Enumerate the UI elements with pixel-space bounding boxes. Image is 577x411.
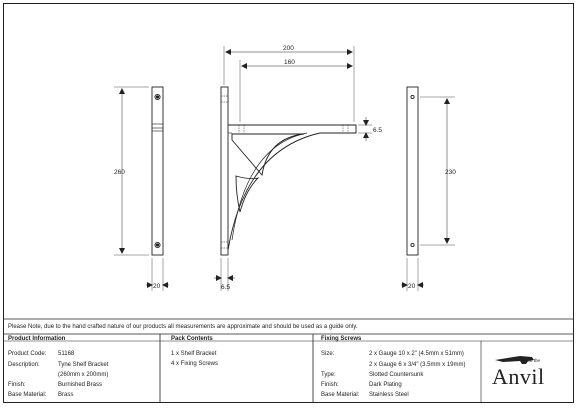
anvil-icon: [495, 356, 534, 364]
fixing-screws-heading: Fixing Screws: [321, 336, 362, 342]
finish-label: Finish:: [8, 382, 26, 388]
sheet-border: [3, 3, 574, 403]
svg-text:From the: From the: [522, 358, 541, 363]
anvil-logo: From the Anvil: [492, 356, 545, 389]
rear-top-hole: [410, 94, 415, 100]
screw-finish-label: Finish:: [321, 382, 339, 388]
type-value: Slotted Countersunk: [369, 372, 424, 378]
base-material-value: Brass: [58, 392, 74, 398]
disclaimer-note: Please Note, due to the hand crafted nat…: [8, 324, 358, 330]
screw-finish-value: Dark Plating: [369, 382, 402, 388]
screw-base-material-label: Base Material:: [321, 392, 360, 398]
bracket-back-plate: [220, 86, 229, 256]
product-code-label: Product Code:: [8, 351, 47, 357]
dim-overall-length: 200: [283, 45, 294, 52]
size-value: 2 x Gauge 10 x 2" (4.5mm x 51mm): [369, 351, 464, 357]
bracket-outer-curve: [227, 132, 321, 251]
type-label: Type:: [321, 372, 336, 378]
front-view: [114, 86, 169, 291]
top-screw-hole: [154, 93, 161, 101]
logo-brand: Anvil: [492, 364, 545, 389]
dim-side-thickness: 6.5: [221, 284, 230, 291]
pack-item: 1 x Shelf Bracket: [171, 351, 217, 357]
description-size-value: (260mm x 200mm): [58, 372, 109, 378]
description-label: Description:: [8, 362, 40, 368]
screw-base-material-value: Stainless Steel: [369, 392, 409, 398]
bracket-cutout-upper: [231, 133, 305, 177]
dim-left-height: 260: [114, 169, 125, 176]
front-plate-outline: [151, 86, 164, 256]
pack-contents-heading: Pack Contents: [171, 336, 213, 342]
rear-bottom-hole: [410, 242, 415, 248]
bottom-screw-hole: [154, 241, 161, 249]
size-value-2: 2 x Gauge 6 x 3/4" (3.5mm x 19mm): [369, 362, 466, 368]
base-material-label: Base Material:: [8, 392, 47, 398]
bracket-top-arm: [228, 124, 357, 134]
dim-right-height: 230: [445, 169, 456, 176]
side-view: [214, 46, 372, 291]
rear-plate-outline: [406, 86, 419, 256]
bracket-cutout-lower: [235, 175, 260, 213]
product-info-heading: Product Information: [8, 336, 66, 342]
dim-arm-length: 160: [284, 59, 295, 66]
product-code-value: 51168: [58, 351, 75, 357]
dim-left-width: 20: [153, 283, 161, 290]
pack-item: 4 x Fixing Screws: [171, 361, 219, 367]
description-value: Tyne Shelf Bracket: [58, 362, 109, 368]
finish-value: Burnished Brass: [58, 382, 103, 388]
size-label: Size:: [321, 351, 335, 357]
dim-arm-thickness: 6.5: [373, 127, 382, 134]
rear-view: [401, 86, 455, 291]
dim-right-width: 20: [408, 283, 416, 290]
